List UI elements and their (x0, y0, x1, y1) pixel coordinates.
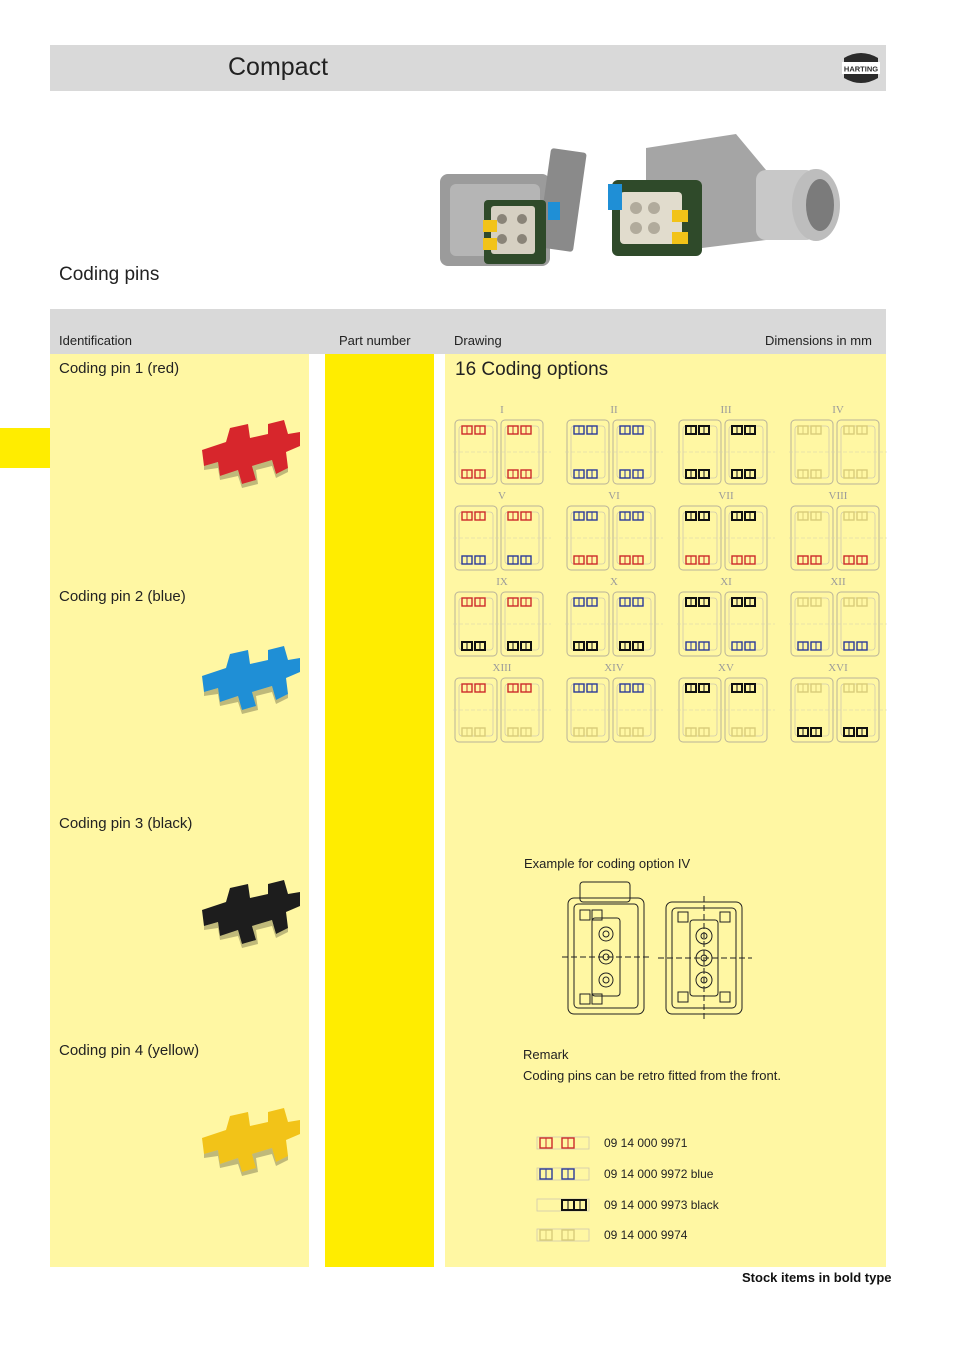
coding-option-drawing (565, 419, 663, 485)
table-header (50, 309, 886, 354)
coding-option: XIV (565, 662, 663, 744)
coding-pin-shape (202, 420, 300, 484)
coding-option-drawing (565, 677, 663, 743)
coding-option-drawing (789, 505, 887, 571)
coding-option-numeral: XV (718, 662, 734, 674)
column-header-dimensions: Dimensions in mm (765, 333, 872, 348)
coding-option: X (565, 576, 663, 658)
coding-option: IX (453, 576, 551, 658)
legend-row-red: 09 14 000 9971 (536, 1133, 836, 1155)
column-header-part-number: Part number (339, 333, 411, 348)
pin-label-red: Coding pin 1 (red) (59, 360, 180, 377)
column-header-identification: Identification (59, 333, 132, 348)
coding-option: V (453, 490, 551, 572)
pin-label-blue: Coding pin 2 (blue) (59, 588, 186, 605)
legend-text-red: 09 14 000 9971 (604, 1136, 688, 1150)
remark-title: Remark (523, 1047, 569, 1062)
coding-option-drawing (565, 591, 663, 657)
coding-option: VII (677, 490, 775, 572)
coding-option-drawing (453, 677, 551, 743)
coding-option: II (565, 404, 663, 486)
coding-option: XI (677, 576, 775, 658)
coding-option-drawing (789, 591, 887, 657)
coding-option-numeral: I (500, 404, 504, 416)
coding-option-drawing (677, 677, 775, 743)
coding-option-numeral: VI (608, 490, 620, 502)
coding-option: XII (789, 576, 887, 658)
legend-text-blue: 09 14 000 9972 blue (604, 1167, 714, 1181)
coding-option-drawing (453, 419, 551, 485)
coding-option-drawing (677, 419, 775, 485)
remark-text: Coding pins can be retro fitted from the… (523, 1068, 781, 1083)
coding-option: I (453, 404, 551, 486)
legend-row-black: 09 14 000 9973 black (536, 1195, 836, 1217)
coding-example-drawing (562, 878, 752, 1020)
coding-option: XV (677, 662, 775, 744)
section-title: Coding pins (59, 264, 160, 285)
coding-options-title: 16 Coding options (455, 359, 609, 380)
header-bar (50, 45, 886, 91)
pin-label-yellow: Coding pin 4 (yellow) (59, 1042, 200, 1059)
legend-row-yellow: 09 14 000 9974 (536, 1225, 836, 1247)
product-photo-angled-hood (606, 130, 844, 270)
coding-option-numeral: XI (720, 576, 732, 588)
coding-option: XIII (453, 662, 551, 744)
legend-text-yellow: 09 14 000 9974 (604, 1228, 688, 1242)
coding-option-drawing (789, 677, 887, 743)
coding-pin-red-image (196, 420, 306, 490)
coding-option-numeral: III (720, 404, 732, 416)
section-side-tab (0, 428, 50, 468)
column-header-drawing: Drawing (454, 333, 502, 348)
coding-option-numeral: V (498, 490, 506, 502)
coding-option: XVI (789, 662, 887, 744)
coding-option: IV (789, 404, 887, 486)
coding-option-numeral: IV (832, 404, 844, 416)
part-number-column (325, 354, 434, 1267)
coding-option-drawing (565, 505, 663, 571)
coding-option-numeral: XII (830, 576, 846, 588)
coding-pin-shape (202, 1108, 300, 1172)
coding-pin-black-image (196, 880, 306, 950)
coding-option-drawing (677, 505, 775, 571)
coding-option-drawing (453, 505, 551, 571)
coding-option-numeral: VIII (828, 490, 848, 502)
coding-pin-shadow (204, 686, 288, 714)
pin-label-black: Coding pin 3 (black) (59, 815, 193, 832)
coding-option-numeral: XIV (604, 662, 624, 674)
coding-option: III (677, 404, 775, 486)
identification-column (50, 354, 309, 1267)
coding-option-drawing (677, 591, 775, 657)
coding-option-numeral: IX (496, 576, 508, 588)
coding-pin-shape (202, 880, 300, 944)
coding-option-numeral: VII (718, 490, 734, 502)
coding-option-drawing (789, 419, 887, 485)
coding-pin-blue-image (196, 646, 306, 716)
example-label: Example for coding option IV (524, 856, 691, 871)
coding-option-numeral: XIII (492, 662, 512, 674)
coding-pin-shadow (204, 1148, 288, 1176)
coding-pin-shadow (204, 460, 288, 488)
legend-text-black: 09 14 000 9973 black (604, 1198, 719, 1212)
coding-option: VI (565, 490, 663, 572)
coding-option-numeral: II (610, 404, 618, 416)
stock-items-note: Stock items in bold type (742, 1270, 892, 1285)
coding-option-numeral: X (610, 576, 618, 588)
coding-pin-shadow (204, 920, 288, 948)
product-photo-straight-hood (436, 144, 588, 270)
coding-option: VIII (789, 490, 887, 572)
logo-text: HARTING (844, 65, 878, 74)
coding-pin-yellow-image (196, 1108, 306, 1178)
coding-option-numeral: XVI (828, 662, 848, 674)
coding-pin-shape (202, 646, 300, 710)
coding-option-drawing (453, 591, 551, 657)
page-title: Compact (228, 53, 329, 81)
harting-logo: HARTING (840, 48, 882, 88)
legend-row-blue: 09 14 000 9972 blue (536, 1164, 836, 1186)
